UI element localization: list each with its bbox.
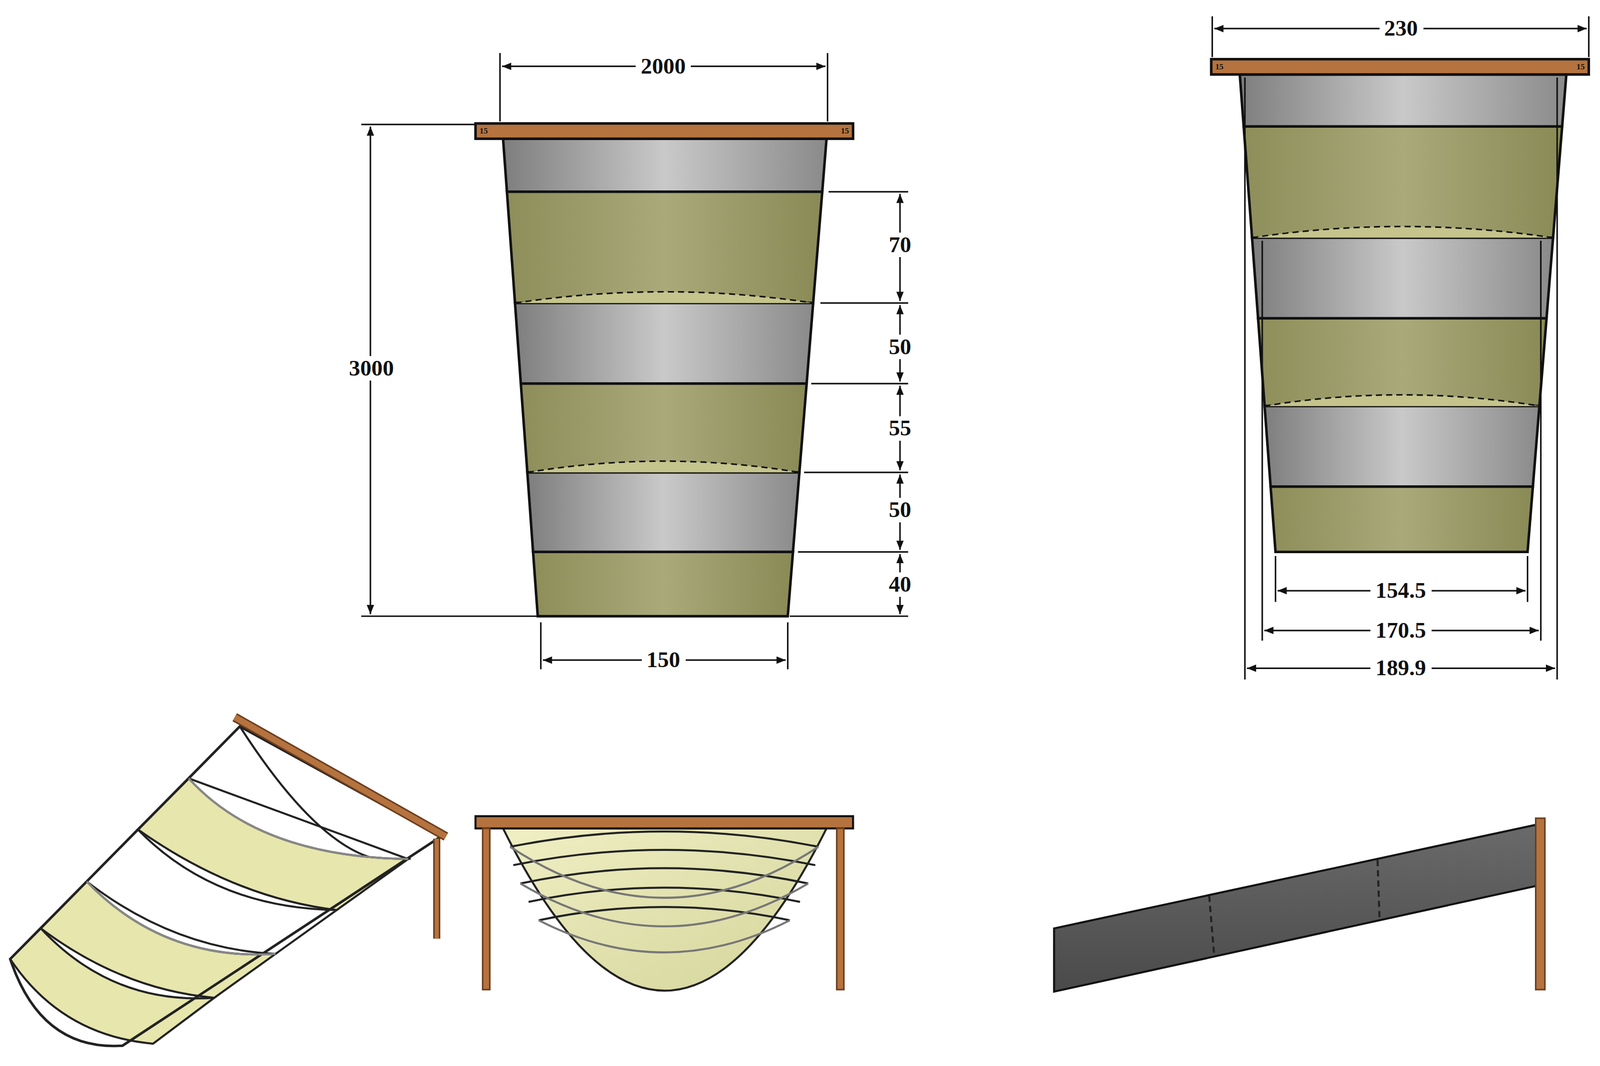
profile-view [1054, 818, 1545, 992]
front-view [475, 123, 853, 617]
dimension-value: 50 [883, 334, 917, 360]
isometric-view [9, 717, 446, 1046]
front-dimensions [361, 53, 909, 670]
bar-mark: 15 [1576, 62, 1585, 72]
dimension-value: 230 [1379, 16, 1423, 41]
bar-mark: 15 [840, 127, 849, 137]
dimension-value: 189.9 [1370, 656, 1432, 682]
dimension-value: 170.5 [1370, 618, 1432, 644]
dimension-value: 154.5 [1370, 578, 1432, 604]
dimension-value: 50 [883, 498, 917, 523]
dimension-value: 70 [883, 232, 917, 258]
side-dimensions [1212, 16, 1590, 680]
dimension-value: 40 [883, 572, 917, 597]
bar-mark: 15 [479, 127, 488, 137]
dimension-value: 3000 [343, 356, 399, 381]
end-view [475, 816, 853, 991]
side-view [1211, 59, 1589, 553]
dimension-value: 55 [883, 416, 917, 442]
dimension-value: 2000 [635, 54, 692, 79]
bar-mark: 15 [1215, 62, 1224, 72]
dimension-value: 150 [641, 647, 685, 673]
